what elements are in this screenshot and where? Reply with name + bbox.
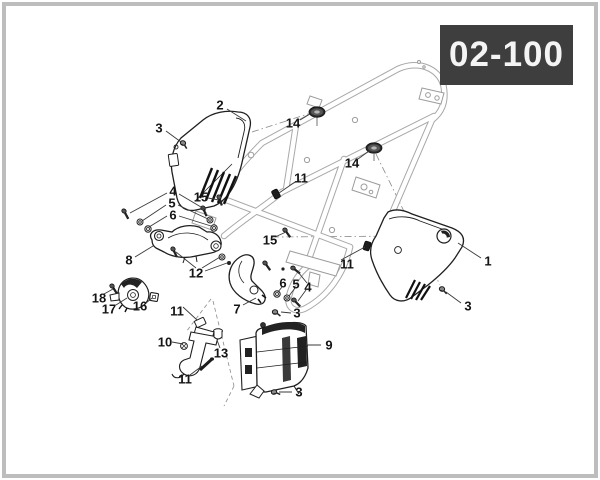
callout-18: 18 [91, 290, 107, 306]
callout-7: 7 [233, 301, 241, 317]
callout-14: 14 [344, 155, 360, 171]
fasteners [106, 106, 449, 398]
callout-11: 11 [340, 256, 354, 272]
part-17-bracket [109, 277, 150, 313]
callout-15: 15 [193, 189, 209, 205]
callout-2: 2 [216, 97, 224, 113]
callout-15: 15 [262, 232, 278, 248]
callout-3: 3 [155, 120, 163, 136]
callout-12: 12 [188, 265, 204, 281]
leader-lines [103, 108, 482, 393]
part-1-right-side-cover [369, 209, 465, 302]
callout-6: 6 [279, 275, 287, 291]
callout-17: 17 [101, 301, 117, 317]
callout-5: 5 [292, 276, 300, 292]
callout-5: 5 [168, 195, 176, 211]
callout-3: 3 [464, 298, 472, 314]
part-9-battery-box [239, 321, 309, 399]
part-16-clip [148, 291, 160, 303]
callout-11: 11 [294, 170, 308, 186]
callout-4: 4 [304, 279, 312, 295]
callout-16: 16 [132, 298, 148, 314]
callout-4: 4 [169, 183, 177, 199]
part-2-left-side-cover [167, 110, 252, 212]
callout-11: 11 [170, 303, 184, 319]
part-7-cover [228, 254, 267, 305]
part-8-cover [149, 225, 222, 264]
part-10-bracket [171, 326, 219, 379]
callout-6: 6 [169, 207, 177, 223]
callout-3: 3 [293, 305, 301, 321]
callout-1: 1 [484, 253, 492, 269]
callout-8: 8 [125, 252, 133, 268]
callout-13: 13 [213, 345, 229, 361]
callout-9: 9 [325, 337, 333, 353]
callout-11: 11 [178, 371, 192, 387]
callout-14: 14 [285, 115, 301, 131]
page-code-box: 02-100 [440, 25, 573, 85]
callout-10: 10 [157, 334, 173, 350]
callout-3: 3 [295, 384, 303, 400]
page-code: 02-100 [449, 35, 564, 74]
